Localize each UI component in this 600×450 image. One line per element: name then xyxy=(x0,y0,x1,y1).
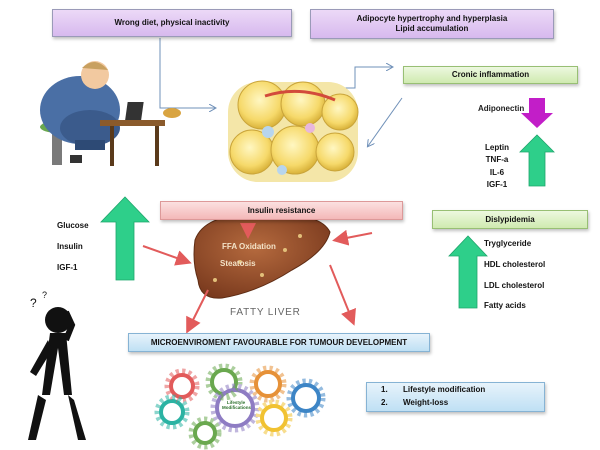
dislypidemia-box: Dislypidemia xyxy=(432,210,588,229)
left-marker: IGF-1 xyxy=(57,262,78,272)
lipid-marker: Tryglyceride xyxy=(484,239,532,248)
microenvironment-label: MICROENVIROMENT FAVOURABLE FOR TUMOUR DE… xyxy=(150,337,408,347)
red-arrow-liver-down-left xyxy=(186,289,209,334)
fatty-liver-illustration xyxy=(193,213,331,299)
adipocyte-label-line2: Lipid accumulation xyxy=(395,24,469,33)
dislypidemia-label: Dislypidemia xyxy=(485,214,535,224)
lipid-marker: LDL cholesterol xyxy=(484,280,545,290)
remedy-number: 2. xyxy=(381,398,388,407)
remedies-box: 1. Lifestyle modification 2. Weight-loss xyxy=(366,382,545,412)
obese-man-illustration xyxy=(40,61,181,166)
lipid-markers-list: Tryglyceride HDL cholesterol LDL cholest… xyxy=(484,234,545,317)
wrong-diet-box: Wrong diet, physical inactivity xyxy=(52,9,292,37)
gears-center-label: Lifestyle Modifications xyxy=(222,400,251,411)
svg-text:?: ? xyxy=(30,296,37,310)
left-marker: Glucose xyxy=(57,221,89,230)
liver-label-ffa: FFA Oxidation xyxy=(222,242,276,251)
adipocyte-cluster-illustration xyxy=(228,80,359,182)
inflammation-marker: IGF-1 xyxy=(486,180,508,190)
chronic-inflammation-box: Cronic inflammation xyxy=(403,66,578,84)
remedies-list: 1. Lifestyle modification 2. Weight-loss xyxy=(381,384,485,410)
insulin-resistance-label: Insulin resistance xyxy=(247,205,316,215)
up-arrow-inflammation xyxy=(519,134,555,187)
down-arrow-adiponectin xyxy=(521,98,553,128)
lipid-marker: HDL cholesterol xyxy=(484,259,546,269)
arrow-inflammation-to-adipocyte xyxy=(368,97,403,146)
remedy-number: 1. xyxy=(381,385,388,395)
adipocyte-label-line1: Adipocyte hypertrophy and hyperplasia xyxy=(356,14,508,23)
liver-label-steatosis: Steatosis xyxy=(220,259,256,268)
gears-illustration xyxy=(154,363,326,450)
left-marker: Insulin xyxy=(57,241,83,251)
chronic-inflammation-label: Cronic inflammation xyxy=(451,70,530,79)
remedy-text: Lifestyle modification xyxy=(403,385,486,395)
remedy-text: Weight-loss xyxy=(403,398,449,407)
inflammation-marker: Leptin xyxy=(485,143,509,152)
insulin-resistance-box: Insulin resistance xyxy=(160,201,403,220)
microenvironment-box: MICROENVIROMENT FAVOURABLE FOR TUMOUR DE… xyxy=(128,333,430,352)
svg-text:?: ? xyxy=(42,290,47,300)
red-arrow-to-liver-left xyxy=(142,245,192,266)
left-markers-list: Glucose Insulin IGF-1 xyxy=(57,216,89,278)
remedy-item: 1. Lifestyle modification xyxy=(381,384,485,397)
remedy-item: 2. Weight-loss xyxy=(381,397,485,410)
fatty-liver-caption: FATTY LIVER xyxy=(230,307,301,318)
wrong-diet-label: Wrong diet, physical inactivity xyxy=(114,18,230,27)
lipid-marker: Fatty acids xyxy=(484,301,526,311)
gears-label-line1: Lifestyle xyxy=(226,400,246,405)
inflammation-marker: TNF-a xyxy=(485,155,509,165)
up-arrow-dislypidemia xyxy=(448,235,488,309)
red-arrow-to-liver-right xyxy=(332,229,373,246)
arrow-diet-to-adipocyte xyxy=(159,38,215,108)
adipocyte-box: Adipocyte hypertrophy and hyperplasia Li… xyxy=(310,9,554,39)
adiponectin-label: Adiponectin xyxy=(478,104,525,113)
gears-label-line2: Modifications xyxy=(222,405,251,411)
inflammation-marker: IL-6 xyxy=(489,167,505,177)
inflammation-markers-list: Leptin TNF-a IL-6 IGF-1 xyxy=(478,142,516,192)
thinking-figure-illustration: ? ? xyxy=(28,290,86,440)
up-arrow-left xyxy=(100,196,150,281)
red-arrow-liver-down-right xyxy=(329,264,356,326)
